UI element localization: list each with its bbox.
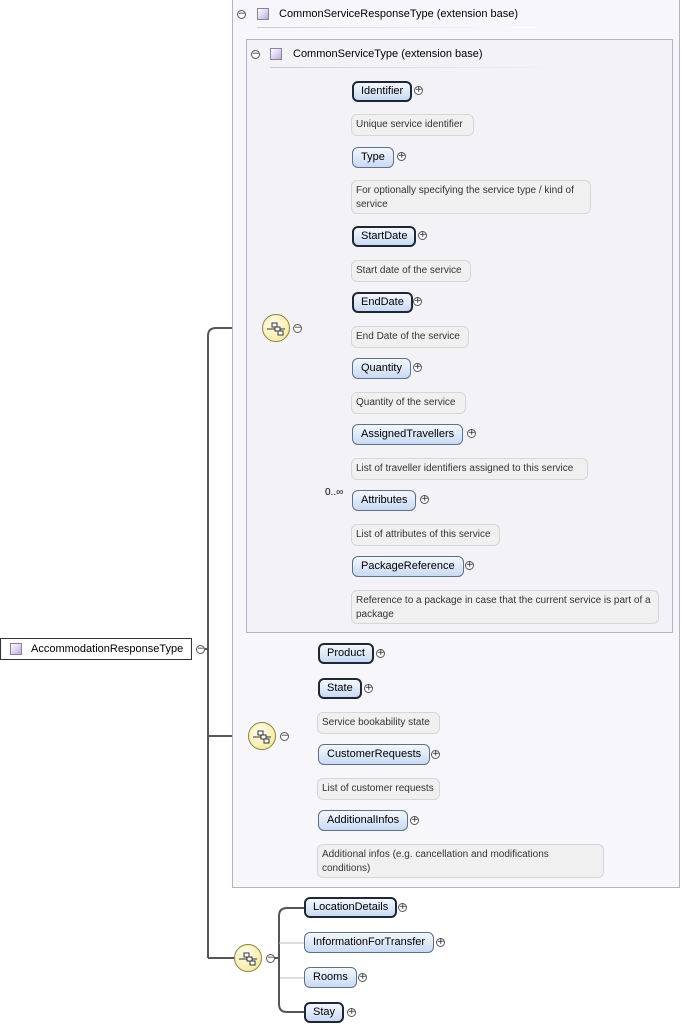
expand-toggle-icon[interactable]: + (436, 937, 445, 947)
sequence-compositor-icon[interactable] (248, 722, 276, 750)
expand-toggle-icon[interactable]: + (358, 972, 367, 982)
element-product[interactable]: Product (318, 643, 374, 664)
divider (257, 27, 537, 28)
element-information-for-transfer[interactable]: InformationForTransfer (304, 932, 435, 953)
element-start-date[interactable]: StartDate (352, 226, 417, 247)
expand-toggle-icon[interactable]: + (420, 494, 429, 504)
expand-toggle-icon[interactable]: + (410, 815, 419, 825)
cardinality-label: 0..∞ (325, 487, 344, 498)
element-assigned-travellers[interactable]: AssignedTravellers (352, 424, 464, 445)
element-quantity[interactable]: Quantity (352, 358, 411, 379)
extension-title-outer: CommonServiceResponseType (extension bas… (279, 8, 519, 20)
expand-toggle-icon[interactable]: + (467, 428, 476, 438)
extension-title-inner: CommonServiceType (extension base) (293, 48, 483, 60)
expand-toggle-icon[interactable]: + (397, 151, 406, 161)
element-documentation: Unique service identifier (351, 114, 474, 136)
expand-toggle-icon[interactable]: + (431, 749, 440, 759)
element-end-date[interactable]: EndDate (352, 292, 413, 313)
element-documentation: Quantity of the service (351, 392, 466, 414)
expand-toggle-icon[interactable]: + (413, 362, 422, 372)
element-documentation: Reference to a package in case that the … (351, 590, 659, 624)
sequence-compositor-icon[interactable] (262, 314, 290, 342)
complex-type-icon (270, 48, 282, 60)
complex-type-icon (257, 8, 269, 20)
element-documentation: List of customer requests (317, 778, 440, 800)
element-package-reference[interactable]: PackageReference (352, 556, 464, 577)
expand-toggle-icon[interactable]: + (347, 1007, 356, 1017)
expand-toggle-icon[interactable]: + (364, 683, 373, 693)
element-stay[interactable]: Stay (304, 1002, 345, 1023)
element-documentation: End Date of the service (351, 326, 469, 348)
element-identifier[interactable]: Identifier (352, 81, 413, 102)
expand-toggle-icon[interactable]: + (376, 648, 385, 658)
element-documentation: List of traveller identifiers assigned t… (351, 458, 588, 480)
element-type[interactable]: Type (352, 147, 394, 168)
element-attributes[interactable]: Attributes (352, 490, 417, 511)
expand-toggle-icon[interactable]: + (418, 230, 427, 240)
element-documentation: Service bookability state (317, 712, 440, 734)
root-type-box[interactable]: AccommodationResponseType (0, 638, 192, 660)
collapse-toggle-icon[interactable]: − (237, 9, 246, 19)
element-documentation: List of attributes of this service (351, 524, 500, 546)
divider (270, 67, 560, 68)
element-state[interactable]: State (318, 678, 362, 699)
collapse-toggle-icon[interactable]: − (293, 323, 302, 333)
element-documentation: For optionally specifying the service ty… (351, 180, 591, 214)
collapse-toggle-icon[interactable]: − (280, 731, 289, 741)
element-documentation: Start date of the service (351, 260, 471, 282)
expand-toggle-icon[interactable]: + (414, 85, 423, 95)
complex-type-icon (10, 643, 22, 655)
root-type-label: AccommodationResponseType (31, 643, 184, 655)
element-rooms[interactable]: Rooms (304, 967, 357, 988)
expand-toggle-icon[interactable]: + (413, 296, 422, 306)
collapse-toggle-icon[interactable]: − (196, 644, 205, 654)
sequence-compositor-icon[interactable] (234, 944, 262, 972)
collapse-toggle-icon[interactable]: − (266, 953, 275, 963)
element-customer-requests[interactable]: CustomerRequests (318, 744, 431, 765)
element-documentation: Additional infos (e.g. cancellation and … (317, 844, 604, 878)
expand-toggle-icon[interactable]: + (398, 902, 407, 912)
collapse-toggle-icon[interactable]: − (251, 49, 260, 59)
element-location-details[interactable]: LocationDetails (304, 897, 398, 918)
element-additional-infos[interactable]: AdditionalInfos (318, 810, 409, 831)
expand-toggle-icon[interactable]: + (465, 560, 474, 570)
